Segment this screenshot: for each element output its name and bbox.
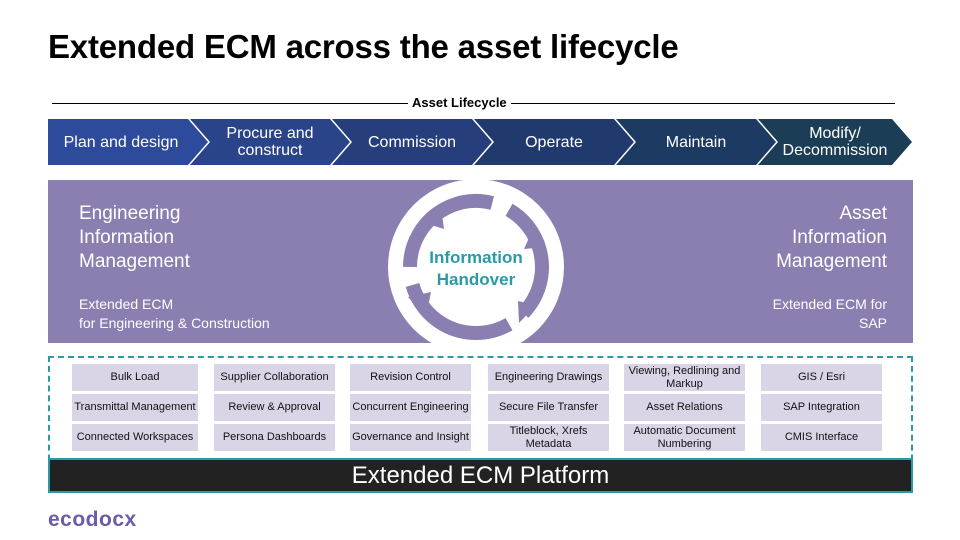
module-cell: Revision Control xyxy=(350,364,471,391)
heading-line: Engineering xyxy=(79,203,181,224)
stage-label: Procure and xyxy=(226,125,314,142)
page-title: Extended ECM across the asset lifecycle xyxy=(48,28,679,65)
module-cell: Supplier Collaboration xyxy=(214,364,335,391)
stage-procure-construct: Procure and construct xyxy=(190,119,350,165)
heading-line: Asset xyxy=(839,203,887,224)
asset-im-heading: Asset Information Management xyxy=(776,202,887,274)
module-cell: Persona Dashboards xyxy=(214,424,335,451)
heading-line: Information xyxy=(791,227,887,248)
module-cell: GIS / Esri xyxy=(761,364,882,391)
handover-line: Information xyxy=(429,248,523,267)
handover-line: Handover xyxy=(436,270,516,289)
platform-border xyxy=(48,458,913,493)
platform-bar: Extended ECM Platform xyxy=(50,460,911,491)
asset-im-sub: Extended ECM for SAP xyxy=(773,295,887,333)
sub-line: Extended ECM xyxy=(79,296,174,312)
module-cell: Concurrent Engineering xyxy=(350,394,471,421)
module-cell: Viewing, Redlining and Markup xyxy=(624,364,745,391)
module-cell: Governance and Insight xyxy=(350,424,471,451)
stage-label: Commission xyxy=(367,133,456,151)
sub-line: for Engineering & Construction xyxy=(79,315,270,331)
stage-maintain: Maintain xyxy=(616,119,776,165)
information-handover-label: Information Handover xyxy=(386,247,566,291)
module-cell: Secure File Transfer xyxy=(488,394,609,421)
module-cell: Review & Approval xyxy=(214,394,335,421)
stage-label: construct xyxy=(237,142,303,159)
engineering-im-heading: Engineering Information Management xyxy=(79,202,190,274)
module-cell: SAP Integration xyxy=(761,394,882,421)
stage-plan-design: Plan and design xyxy=(48,119,208,165)
module-cell: Asset Relations xyxy=(624,394,745,421)
stage-label: Operate xyxy=(525,133,583,151)
stage-label: Decommission xyxy=(782,142,888,159)
sub-line: Extended ECM for xyxy=(772,296,887,312)
sub-line: SAP xyxy=(858,315,887,331)
module-cell: Engineering Drawings xyxy=(488,364,609,391)
module-cell: Bulk Load xyxy=(72,364,198,391)
handover-cycle-icon xyxy=(386,177,566,357)
stage-label: Maintain xyxy=(665,133,727,151)
stage-label: Modify/ xyxy=(809,125,861,142)
heading-line: Information xyxy=(79,227,175,248)
module-cell: Titleblock, Xrefs Metadata xyxy=(488,424,609,451)
engineering-im-sub: Extended ECM for Engineering & Construct… xyxy=(79,295,270,333)
stage-label: Plan and design xyxy=(63,133,179,151)
lifecycle-label: Asset Lifecycle xyxy=(408,95,511,110)
module-cell: Automatic Document Numbering xyxy=(624,424,745,451)
stage-commission: Commission xyxy=(332,119,492,165)
module-cell: Transmittal Management xyxy=(72,394,198,421)
ecodocx-logo: ecodocx xyxy=(48,508,137,531)
stage-modify-decommission: Modify/ Decommission xyxy=(758,119,912,165)
heading-line: Management xyxy=(79,251,190,272)
module-cell: Connected Workspaces xyxy=(72,424,198,451)
heading-line: Management xyxy=(776,251,887,272)
stage-operate: Operate xyxy=(474,119,634,165)
module-cell: CMIS Interface xyxy=(761,424,882,451)
